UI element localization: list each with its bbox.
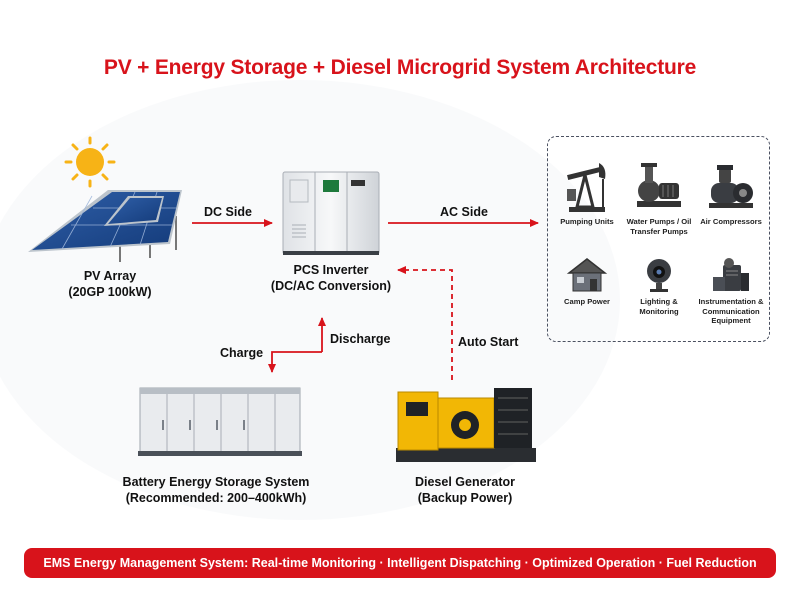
ac-side-label: AC Side bbox=[440, 205, 488, 219]
battery-spec: (Recommended: 200–400kWh) bbox=[125, 491, 307, 505]
load-label: Air Compressors bbox=[700, 217, 762, 226]
battery-name: Battery Energy Storage System bbox=[122, 475, 310, 489]
air-compressor-icon bbox=[709, 165, 753, 208]
loads-panel: Pumping Units Water Pumps / Oil Transfer… bbox=[547, 136, 770, 342]
diesel-label: Diesel Generator (Backup Power) bbox=[390, 474, 540, 506]
solar-panel-icon bbox=[28, 190, 182, 262]
load-instrumentation: Instrumentation & Communication Equipmen… bbox=[694, 255, 768, 326]
diesel-generator-icon bbox=[396, 388, 536, 462]
load-pumping-units: Pumping Units bbox=[550, 157, 624, 227]
load-label: Pumping Units bbox=[560, 217, 614, 226]
load-label: Lighting & Monitoring bbox=[639, 297, 679, 316]
charge-label: Charge bbox=[220, 346, 264, 360]
diesel-spec: (Backup Power) bbox=[417, 491, 513, 505]
auto-start-arrow bbox=[397, 266, 453, 380]
discharge-label: Discharge bbox=[330, 332, 391, 346]
battery-label: Battery Energy Storage System (Recommend… bbox=[96, 474, 336, 506]
auto-start-label: Auto Start bbox=[458, 335, 519, 349]
sun-icon bbox=[64, 136, 116, 188]
pumpjack-icon bbox=[567, 163, 606, 212]
load-label: Camp Power bbox=[564, 297, 610, 306]
pcs-inverter-cabinet-icon bbox=[282, 171, 380, 255]
load-lighting-monitoring: Lighting & Monitoring bbox=[622, 255, 696, 316]
instrument-icon bbox=[713, 258, 749, 291]
diesel-name: Diesel Generator bbox=[414, 475, 516, 489]
pv-array-name: PV Array bbox=[83, 269, 137, 283]
water-pump-icon bbox=[637, 163, 681, 207]
diagram-title: PV + Energy Storage + Diesel Microgrid S… bbox=[103, 56, 697, 79]
house-icon bbox=[566, 258, 608, 292]
camera-icon bbox=[647, 259, 671, 292]
load-label: Water Pumps / Oil Transfer Pumps bbox=[626, 217, 692, 236]
battery-storage-cabinet-icon bbox=[138, 387, 302, 456]
dc-side-label: DC Side bbox=[204, 205, 252, 219]
pcs-inverter-spec: (DC/AC Conversion) bbox=[270, 279, 392, 293]
ems-banner: EMS Energy Management System: Real-time … bbox=[24, 548, 776, 578]
load-label: Instrumentation & Communication Equipmen… bbox=[698, 297, 764, 325]
pv-array-label: PV Array (20GP 100kW) bbox=[40, 268, 180, 300]
load-camp-power: Camp Power bbox=[550, 255, 624, 307]
pcs-inverter-label: PCS Inverter (DC/AC Conversion) bbox=[256, 262, 406, 294]
pcs-inverter-name: PCS Inverter bbox=[293, 263, 369, 277]
load-air-compressors: Air Compressors bbox=[694, 157, 768, 227]
charge-arrow bbox=[268, 351, 322, 373]
pv-array-spec: (20GP 100kW) bbox=[68, 285, 152, 299]
load-water-pumps: Water Pumps / Oil Transfer Pumps bbox=[622, 157, 696, 236]
